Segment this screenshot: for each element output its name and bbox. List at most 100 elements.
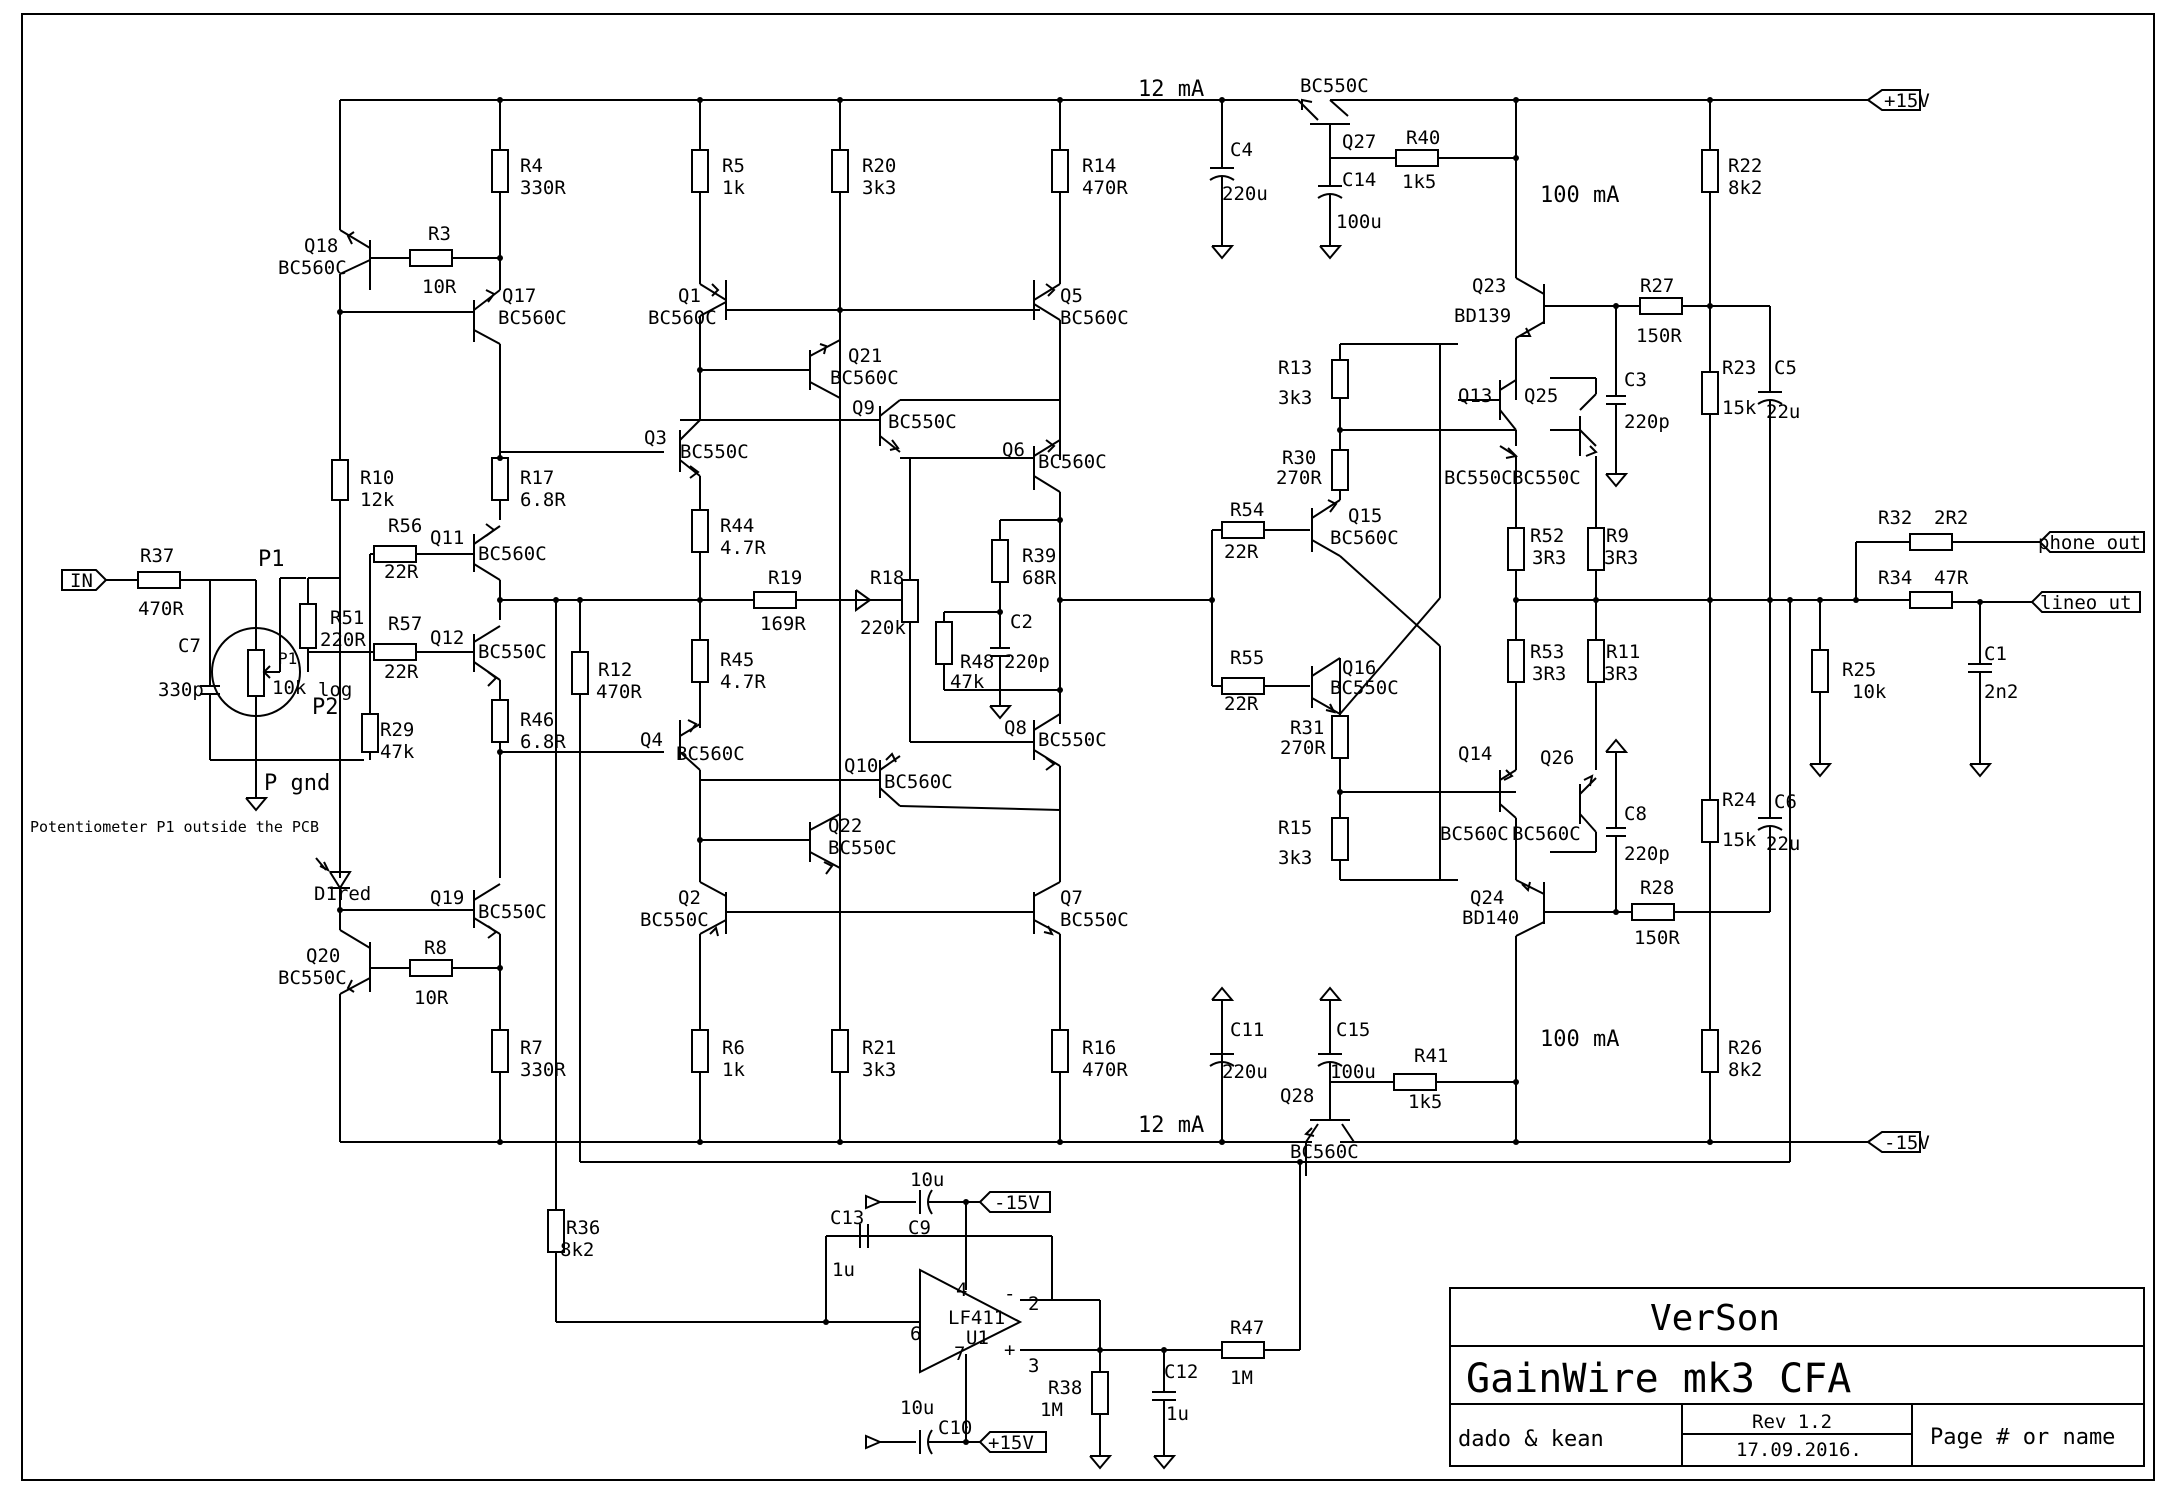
component-label: BC550C <box>478 641 547 663</box>
component-label: R57 <box>388 613 422 635</box>
component-label: BC560C <box>1330 527 1399 549</box>
component-label: R32 <box>1878 507 1912 529</box>
component-label: BC550C <box>1512 467 1581 489</box>
component-label: R37 <box>140 545 174 567</box>
component-label: BC560C <box>648 307 717 329</box>
component-label: R53 <box>1530 641 1564 663</box>
component-label: BC560C <box>278 257 347 279</box>
component-label: R34 <box>1878 567 1912 589</box>
component-label: 220u <box>1222 1061 1268 1083</box>
component-label: Q22 <box>828 815 862 837</box>
component-label: 4 <box>956 1279 967 1301</box>
vas-stage <box>497 97 1212 1145</box>
component-label: 22R <box>1224 541 1259 563</box>
component-label: 220R <box>320 629 366 651</box>
component-label: 3R3 <box>1604 547 1638 569</box>
component-label: 22u <box>1766 833 1800 855</box>
component-label: BC550C <box>640 909 709 931</box>
component-label: 270R <box>1276 467 1322 489</box>
component-label: 2n2 <box>1984 681 2018 703</box>
component-label: R23 <box>1722 357 1756 379</box>
component-label: R44 <box>720 515 754 537</box>
component-label: Q12 <box>430 627 464 649</box>
component-label: Q8 <box>1004 717 1027 739</box>
component-label: 6.8R <box>520 731 566 753</box>
component-label: 10k <box>1852 681 1887 703</box>
component-label: C15 <box>1336 1019 1370 1041</box>
component-label: 15k <box>1722 829 1757 851</box>
note-p2: P2 <box>312 695 339 720</box>
component-label: BC550C <box>1300 75 1369 97</box>
component-label: R5 <box>722 155 745 177</box>
component-label: R17 <box>520 467 554 489</box>
component-label: Q7 <box>1060 887 1083 909</box>
dc-servo <box>823 1159 1303 1470</box>
component-label: R36 <box>566 1217 600 1239</box>
component-label: R29 <box>380 719 414 741</box>
note-out-top: 100 mA <box>1540 183 1619 208</box>
component-label: 330R <box>520 1059 566 1081</box>
component-label: 100u <box>1330 1061 1376 1083</box>
component-label: Q13 <box>1458 385 1492 407</box>
component-label: 6.8R <box>520 489 566 511</box>
component-label: 22R <box>384 661 419 683</box>
port-op-neg-label: -15V <box>994 1192 1040 1214</box>
component-label: 3k3 <box>862 1059 896 1081</box>
component-label: BC560C <box>1038 451 1107 473</box>
component-label: R11 <box>1606 641 1640 663</box>
component-label: R28 <box>1640 877 1674 899</box>
port-op-pos-label: +15V <box>988 1432 1034 1454</box>
component-label: 10R <box>422 276 457 298</box>
component-label: 7 <box>954 1343 965 1365</box>
component-label: 68R <box>1022 567 1057 589</box>
component-label: BC550C <box>680 441 749 463</box>
component-label: 47k <box>380 741 415 763</box>
component-label: BC550C <box>478 901 547 923</box>
component-label: 3 <box>1028 1355 1039 1377</box>
component-label: BC560C <box>478 543 547 565</box>
component-label: D1red <box>314 883 371 905</box>
component-label: 8k2 <box>1728 177 1762 199</box>
port-in-label: IN <box>70 570 93 592</box>
component-label: R22 <box>1728 155 1762 177</box>
component-label: C1 <box>1984 643 2007 665</box>
component-label: 6 <box>910 1323 921 1345</box>
component-label: BC550C <box>1330 677 1399 699</box>
component-label: R18 <box>870 567 904 589</box>
component-label: R20 <box>862 155 896 177</box>
component-label: 220u <box>1222 183 1268 205</box>
component-label: R10 <box>360 467 394 489</box>
port-op-neg: -15V <box>978 1191 1051 1214</box>
component-label: 330R <box>520 177 566 199</box>
component-label: R56 <box>388 515 422 537</box>
component-label: BC550C <box>278 967 347 989</box>
component-label: R47 <box>1230 1317 1264 1339</box>
component-label: LF411 <box>948 1307 1005 1329</box>
notes: 12 mA 12 mA 100 mA 100 mA P1 P2 P gnd Po… <box>30 77 1619 1138</box>
component-label: R38 <box>1048 1377 1082 1399</box>
component-label: Q25 <box>1524 385 1558 407</box>
component-label: BC560C <box>884 771 953 793</box>
component-label: R14 <box>1082 155 1116 177</box>
title-company: VerSon <box>1650 1298 1780 1339</box>
component-label: 470R <box>596 681 642 703</box>
component-label: BD139 <box>1454 305 1511 327</box>
component-label: R4 <box>520 155 543 177</box>
component-label: Q23 <box>1472 275 1506 297</box>
port-phone-out: phone out <box>2038 531 2145 554</box>
port-phone-label: phone out <box>2038 532 2141 554</box>
component-label: R12 <box>598 659 632 681</box>
component-label: BC560C <box>1440 823 1509 845</box>
component-label: 47k <box>950 671 985 693</box>
port-line-label: lineo ut <box>2040 592 2132 614</box>
q19-q20-stage <box>315 857 509 1142</box>
component-label: BC560C <box>676 743 745 765</box>
component-label: Q28 <box>1280 1085 1314 1107</box>
component-label: 3R3 <box>1532 663 1566 685</box>
port-line-out: lineo ut <box>2030 591 2141 614</box>
component-label: C5 <box>1774 357 1797 379</box>
component-label: C10 <box>938 1417 972 1439</box>
component-label: BC550C <box>1038 729 1107 751</box>
title-authors: dado & kean <box>1458 1427 1604 1452</box>
